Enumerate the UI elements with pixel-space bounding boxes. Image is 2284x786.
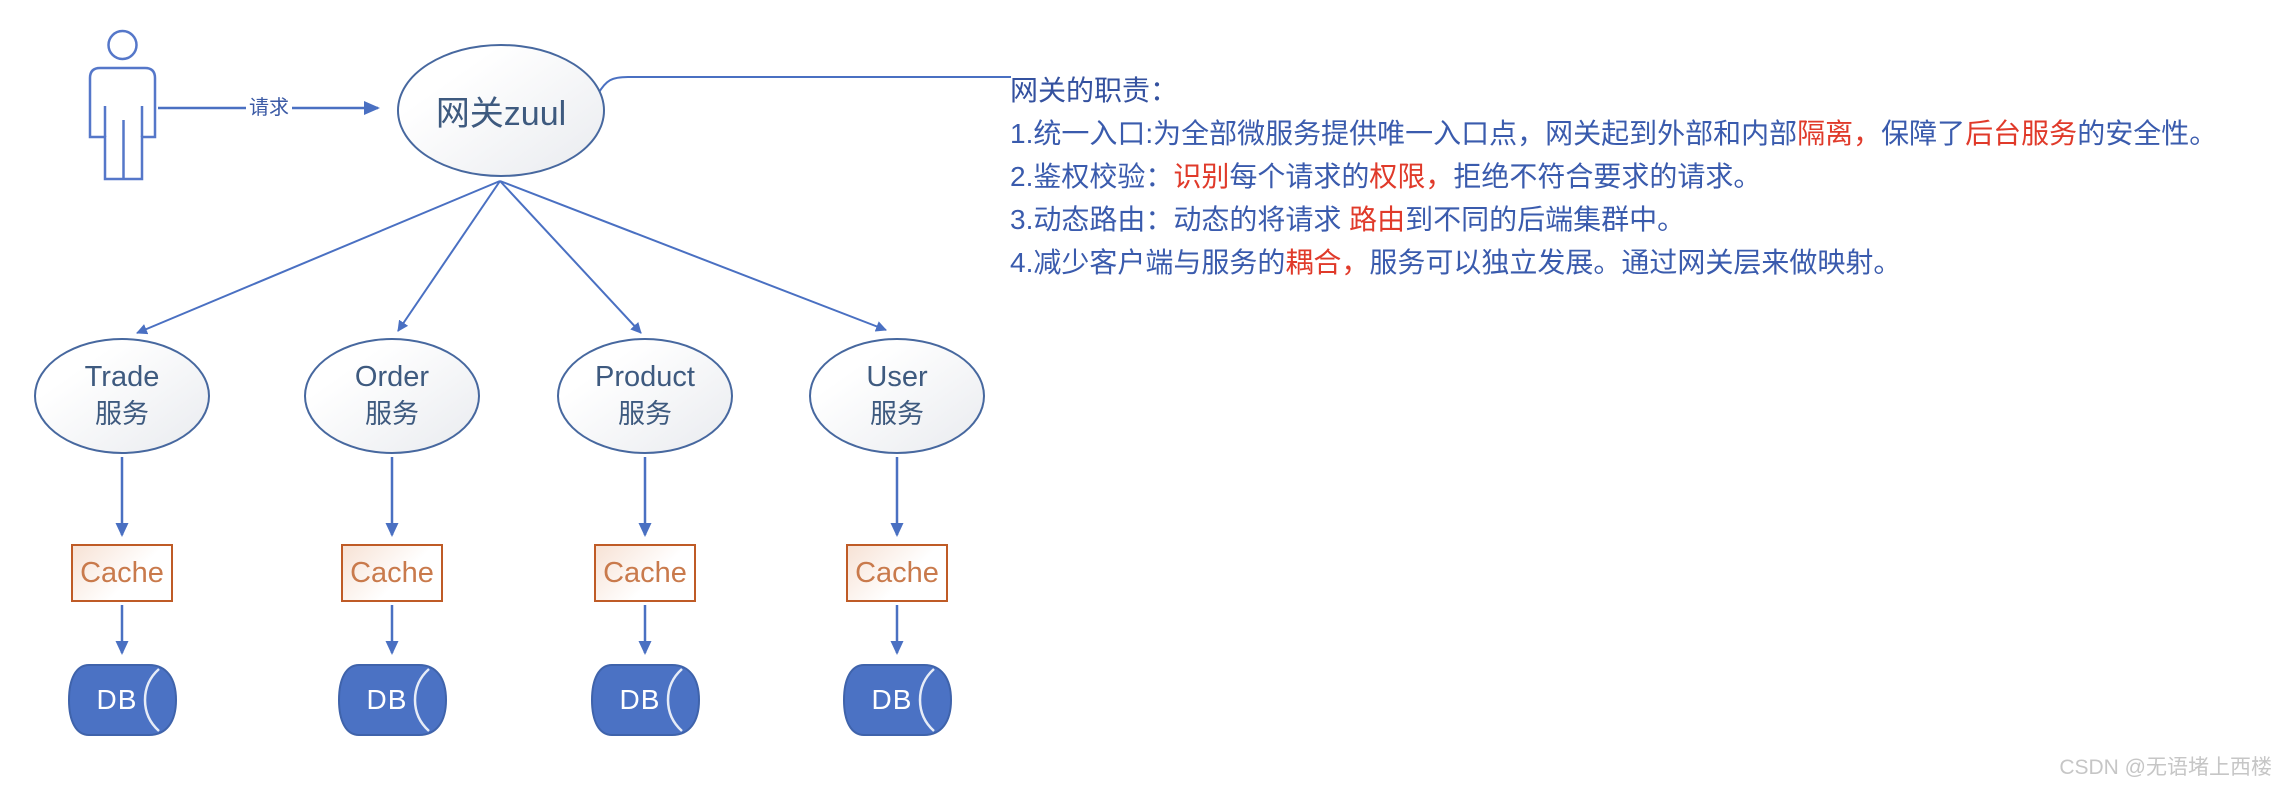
gateway-label: 网关zuul xyxy=(435,95,567,133)
db-cylinder-icon xyxy=(590,664,701,736)
service-type: 服务 xyxy=(365,399,419,429)
text-segment: 到不同的后端集群中。 xyxy=(1405,204,1686,235)
service-name: Order xyxy=(354,361,430,393)
db-node-label: DB xyxy=(871,684,913,715)
service-name: User xyxy=(866,361,928,393)
text-segment: 拒绝不符合要求的请求。 xyxy=(1453,161,1762,192)
db-node-label: DB xyxy=(366,684,408,715)
cache-label: Cache xyxy=(603,556,687,589)
responsibilities-note: 网关的职责： 1.统一入口:为全部微服务提供唯一入口点，网关起到外部和内部隔离，… xyxy=(1010,69,2280,284)
cache-label: Cache xyxy=(855,556,939,589)
responsibilities-title: 网关的职责： xyxy=(1010,75,1179,106)
csdn-watermark: CSDN @无语堵上西楼 xyxy=(2059,756,2272,779)
text-segment: 1.统一入口:为全部微服务提供唯一入口点，网关起到外部和内部 xyxy=(1010,118,1798,149)
text-segment-highlight: 路由 xyxy=(1349,204,1406,235)
cache-label: Cache xyxy=(80,556,164,589)
text-segment-highlight: 权限， xyxy=(1369,161,1454,192)
service-node-product: Product 服务 xyxy=(557,338,733,454)
responsibility-line-1: 1.统一入口:为全部微服务提供唯一入口点，网关起到外部和内部隔离，保障了后台服务… xyxy=(1010,112,2280,155)
gateway-fanout-arrows xyxy=(136,180,887,335)
service-type: 服务 xyxy=(870,399,924,429)
cache-node: Cache xyxy=(341,544,443,602)
text-segment: 保障了 xyxy=(1881,118,1966,149)
cache-node: Cache xyxy=(71,544,173,602)
service-node-user: User 服务 xyxy=(809,338,985,454)
db-cylinder-icon xyxy=(337,664,448,736)
service-type: 服务 xyxy=(95,399,149,429)
cache-label: Cache xyxy=(350,556,434,589)
responsibility-line-3: 3.动态路由：动态的将请求 路由到不同的后端集群中。 xyxy=(1010,198,2280,241)
text-segment-highlight: 识别 xyxy=(1173,161,1230,192)
text-segment: 2.鉴权校验： xyxy=(1010,161,1174,192)
text-segment-highlight: 后台服务 xyxy=(1965,118,2078,149)
gateway-note-connector xyxy=(597,76,1011,95)
request-arrow-label: 请求 xyxy=(246,96,292,120)
gateway-node: 网关zuul xyxy=(397,44,605,177)
db-cylinder-icon xyxy=(842,664,953,736)
responsibility-line-2: 2.鉴权校验：识别每个请求的权限，拒绝不符合要求的请求。 xyxy=(1010,155,2280,198)
cache-node: Cache xyxy=(594,544,696,602)
service-name: Trade xyxy=(84,361,160,393)
cache-db-arrows xyxy=(115,605,904,655)
service-node-trade: Trade 服务 xyxy=(34,338,210,454)
service-name: Product xyxy=(595,361,695,393)
db-node-label: DB xyxy=(619,684,661,715)
text-segment: 每个请求的 xyxy=(1229,161,1370,192)
text-segment: 的安全性。 xyxy=(2077,118,2218,149)
db-cylinder-icons xyxy=(67,664,953,736)
service-cache-arrows xyxy=(115,457,904,537)
service-type: 服务 xyxy=(618,399,672,429)
responsibility-line-4: 4.减少客户端与服务的耦合，服务可以独立发展。通过网关层来做映射。 xyxy=(1010,241,2280,284)
db-node-label: DB xyxy=(96,684,138,715)
user-actor-icon xyxy=(88,29,157,181)
db-cylinder-icon xyxy=(67,664,178,736)
cache-node: Cache xyxy=(846,544,948,602)
text-segment: 3.动态路由：动态的将请求 xyxy=(1010,204,1350,235)
text-segment: 4.减少客户端与服务的 xyxy=(1010,247,1286,278)
service-node-order: Order 服务 xyxy=(304,338,480,454)
text-segment: 服务可以独立发展。通过网关层来做映射。 xyxy=(1369,247,1902,278)
text-segment-highlight: 隔离， xyxy=(1797,118,1882,149)
text-segment-highlight: 耦合， xyxy=(1285,247,1370,278)
